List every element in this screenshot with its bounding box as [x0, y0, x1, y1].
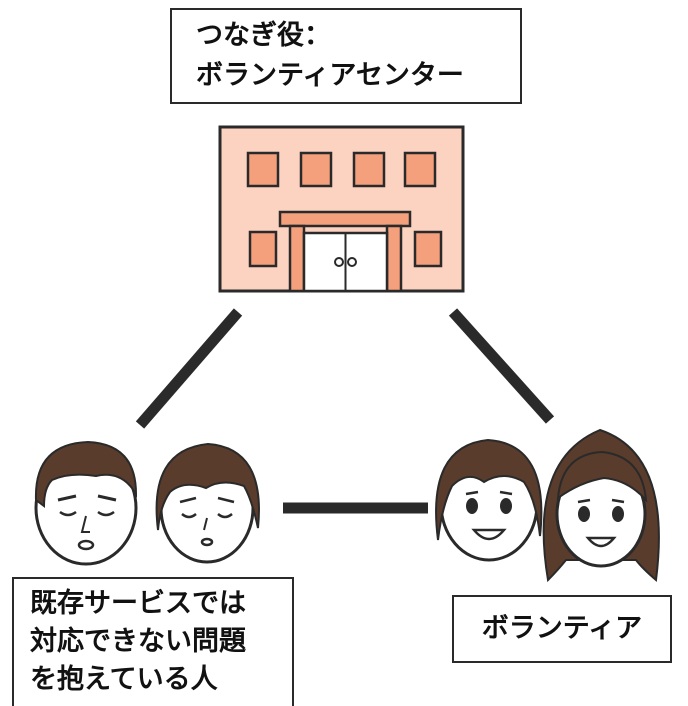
- people-label-line3: を抱えている人: [30, 664, 218, 695]
- hub-label-line1: つなぎ役：: [196, 20, 331, 51]
- volunteer-center-building-icon: [218, 125, 465, 293]
- troubled-woman-icon: [155, 442, 260, 564]
- volunteer-woman-long-hair-icon: [542, 428, 660, 583]
- volunteers-label: ボランティア: [481, 613, 643, 644]
- connector-center-to-people: [135, 308, 243, 429]
- connector-center-to-volunteers: [448, 308, 555, 424]
- volunteers-label-box: ボランティア: [452, 595, 672, 663]
- volunteer-center-label-box: つなぎ役： ボランティアセンター: [170, 8, 522, 104]
- volunteer-woman-short-hair-icon: [435, 438, 543, 562]
- people-label-line1: 既存サービスでは: [30, 588, 246, 619]
- people-label-line2: 対応できない問題: [30, 626, 246, 657]
- troubled-man-icon: [34, 440, 138, 566]
- hub-label-line2: ボランティアセンター: [196, 60, 464, 91]
- people-in-need-label-box: 既存サービスでは 対応できない問題 を抱えている人: [12, 577, 294, 706]
